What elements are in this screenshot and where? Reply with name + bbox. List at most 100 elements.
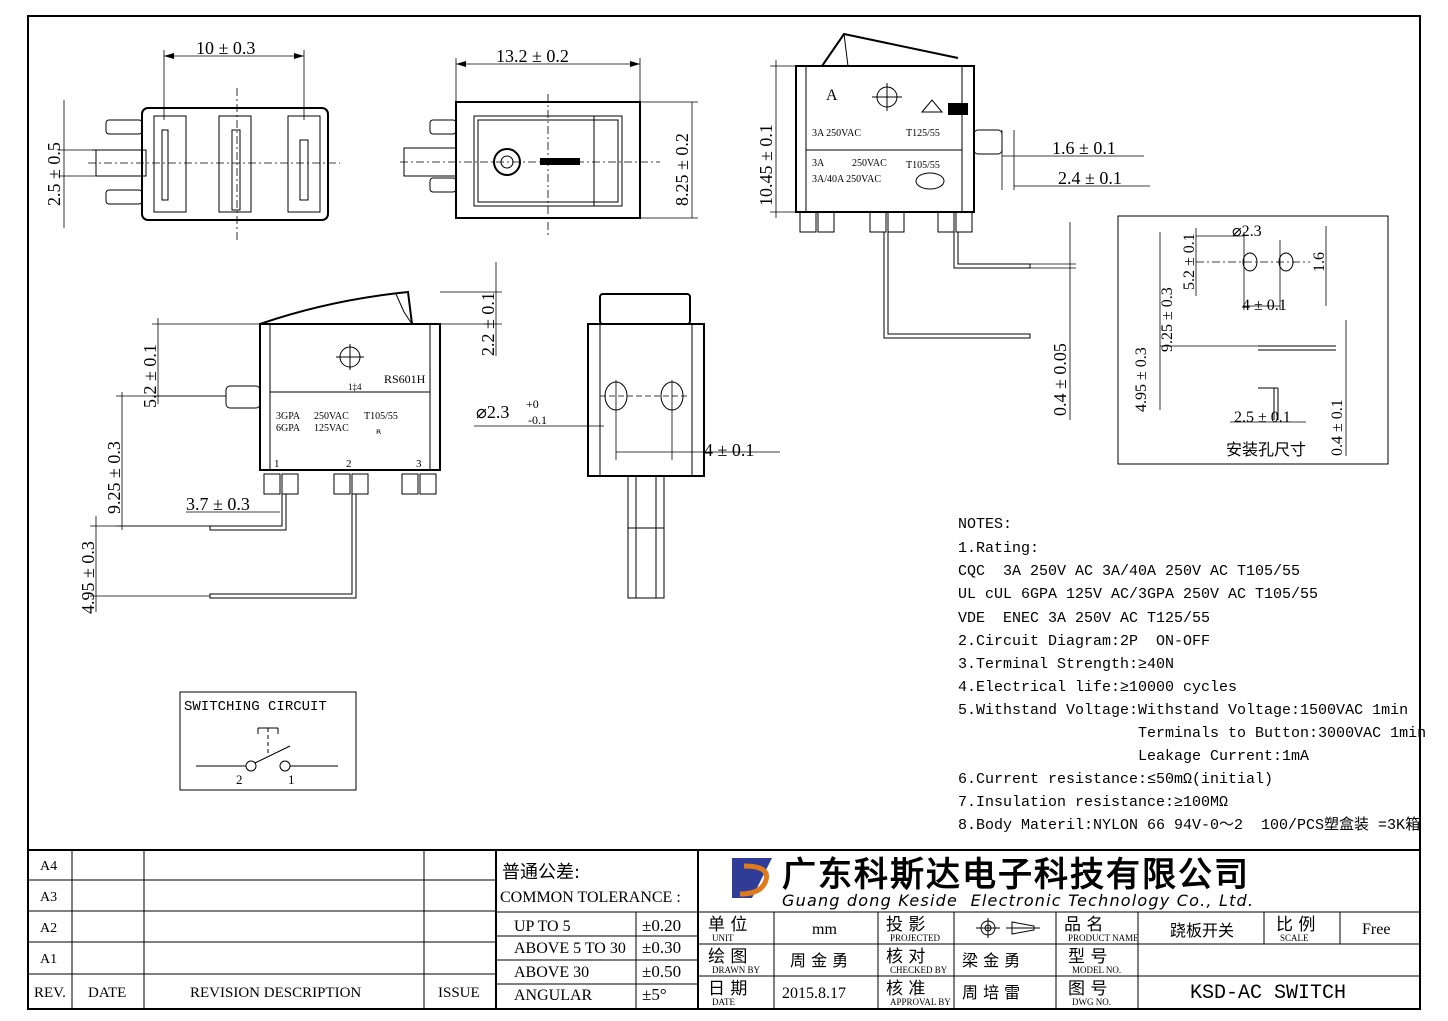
rev-row-label: A3 <box>40 890 57 905</box>
left-ul1v: 250VAC <box>314 411 349 422</box>
left-model: RS601H <box>384 372 426 386</box>
mount-d1: 5.2 ± 0.1 <box>1181 233 1198 290</box>
unit-en: UNIT <box>712 933 734 943</box>
side-rating-2b: 250VAC <box>852 158 887 169</box>
note-line: 8.Body Materil:NYLON 66 94V-0～2 100/PCS塑… <box>958 816 1420 834</box>
note-line: 7.Insulation resistance:≥100MΩ <box>958 794 1228 811</box>
dim-left-a: 5.2 ± 0.1 <box>140 344 160 408</box>
note-line: 2.Circuit Diagram:2P ON-OFF <box>958 633 1210 650</box>
note-line: UL cUL 6GPA 125V AC/3GPA 250V AC T105/55 <box>958 586 1318 603</box>
left-ul1: 3GPA <box>276 411 301 422</box>
left-ul2v: 125VAC <box>314 423 349 434</box>
front-view <box>400 58 698 238</box>
mount-hole-view <box>1117 215 1389 465</box>
model-no-en: MODEL NO. <box>1072 965 1121 975</box>
mount-dia: ⌀2.3 <box>1232 223 1262 240</box>
mount-d2: 1.6 <box>1311 252 1328 272</box>
side-rating-2-temp: T105/55 <box>906 160 940 171</box>
dim-side-pin: 0.4 ± 0.05 <box>1050 343 1070 416</box>
tolerance-range: UP TO 5 <box>514 918 571 935</box>
checked-by-value: 梁 金 勇 <box>962 951 1020 970</box>
dim-side-1: 1.6 ± 0.1 <box>1052 138 1116 158</box>
approval-by-en: APPROVAL BY <box>890 997 951 1007</box>
dim-left-c: 3.7 ± 0.3 <box>186 494 250 514</box>
rev-row-label: A1 <box>40 952 57 967</box>
rev-header-cell: DATE <box>88 985 126 1001</box>
rev-header-cell: REVISION DESCRIPTION <box>190 985 361 1001</box>
mount-d4: 4 ± 0.1 <box>1242 297 1287 314</box>
tolerance-value: ±0.30 <box>642 938 681 957</box>
dim-side-height: 10.45 ± 0.1 <box>756 124 776 206</box>
switching-circuit <box>179 691 357 791</box>
model-no-cn: 型 号 <box>1068 947 1107 967</box>
unit-cn: 单 位 <box>708 915 747 935</box>
top-view <box>58 50 340 240</box>
rev-header-cell: ISSUE <box>438 985 480 1001</box>
left-pin2: 2 <box>346 458 352 470</box>
rev-row-label: A4 <box>40 859 57 874</box>
tolerance-value: ±5° <box>642 985 667 1004</box>
product-name-cn: 品 名 <box>1064 915 1103 935</box>
cul-mark-icon: ᴿ <box>376 427 382 441</box>
left-ul2: 6GPA <box>276 423 301 434</box>
scale-value: Free <box>1362 921 1390 938</box>
note-line: VDE ENEC 3A 250V AC T125/55 <box>958 610 1210 627</box>
left-icon-label: 1‡4 <box>348 382 362 392</box>
note-line: CQC 3A 250V AC 3A/40A 250V AC T105/55 <box>958 563 1300 580</box>
checked-by-en: CHECKED BY <box>890 965 948 975</box>
dim-hole-dia: ⌀2.3 <box>476 402 509 422</box>
dwg-no-cn: 图 号 <box>1068 979 1107 999</box>
scale-en: SCALE <box>1280 933 1309 943</box>
date-en: DATE <box>712 997 735 1007</box>
company-name-en: Guang dong Keside Electronic Technology … <box>782 891 1254 910</box>
circuit-pin-2: 2 <box>236 772 243 787</box>
drawn-by-en: DRAWN BY <box>712 965 761 975</box>
dim-side-2: 2.4 ± 0.1 <box>1058 168 1122 188</box>
dwg-no-en: DWG NO. <box>1072 997 1111 1007</box>
left-pin1: 1 <box>274 458 280 470</box>
drawing-border <box>27 15 1421 1010</box>
mount-d7: 0.4 ± 0.1 <box>1329 399 1346 456</box>
projection-en: PROJECTED <box>890 933 941 943</box>
note-line: 6.Current resistance:≤50mΩ(initial) <box>958 771 1273 788</box>
mount-caption: 安装孔尺寸 <box>1226 440 1306 459</box>
dim-front-width: 13.2 ± 0.2 <box>496 46 569 66</box>
approval-by-value: 周 培 雷 <box>962 983 1020 1002</box>
tolerance-value: ±0.20 <box>642 916 681 935</box>
tolerance-title-cn: 普通公差: <box>502 862 580 883</box>
tolerance-value: ±0.50 <box>642 962 681 981</box>
circuit-title: SWITCHING CIRCUIT <box>184 699 327 715</box>
title-block <box>28 849 1420 1008</box>
end-view <box>474 293 780 599</box>
side-rating-1: 3A 250VAC <box>812 128 861 139</box>
dim-hole-tol-up: +0 <box>526 397 539 411</box>
note-line: NOTES: <box>958 516 1012 533</box>
dim-top-left: 2.5 ± 0.5 <box>44 142 64 206</box>
projection-cn: 投 影 <box>886 915 925 935</box>
mount-d5: 4.95 ± 0.3 <box>1133 347 1150 412</box>
note-line: 4.Electrical life:≥10000 cycles <box>958 679 1237 696</box>
dim-hole-tol-dn: -0.1 <box>528 413 547 427</box>
circuit-pin-1: 1 <box>288 772 295 787</box>
note-line: Leakage Current:1mA <box>958 748 1309 765</box>
drawn-by-value: 周 金 勇 <box>790 951 848 970</box>
date-value: 2015.8.17 <box>782 985 846 1002</box>
rev-row-label: A2 <box>40 921 57 936</box>
tolerance-range: ABOVE 5 TO 30 <box>514 940 626 957</box>
checked-by-cn: 核 对 <box>886 947 925 967</box>
unit-value: mm <box>812 921 837 938</box>
left-view <box>90 262 502 612</box>
side-rating-3: 3A/40A 250VAC <box>812 174 881 185</box>
dim-left-top: 2.2 ± 0.1 <box>478 292 498 356</box>
dwg-no-value: KSD-AC SWITCH <box>1190 982 1346 1005</box>
company-name-cn: 广东科斯达电子科技有限公司 <box>782 855 1250 895</box>
dim-top-width: 10 ± 0.3 <box>196 38 255 58</box>
notes: NOTES:1.Rating:CQC 3A 250V AC 3A/40A 250… <box>958 516 1426 834</box>
mount-d6: 2.5 ± 0.1 <box>1234 409 1291 426</box>
dim-left-d: 4.95 ± 0.3 <box>78 541 98 614</box>
tolerance-title-en: COMMON TOLERANCE : <box>500 889 681 906</box>
dim-left-b: 9.25 ± 0.3 <box>104 441 124 514</box>
tolerance-range: ABOVE 30 <box>514 964 589 981</box>
side-rating-1-temp: T125/55 <box>906 128 940 139</box>
